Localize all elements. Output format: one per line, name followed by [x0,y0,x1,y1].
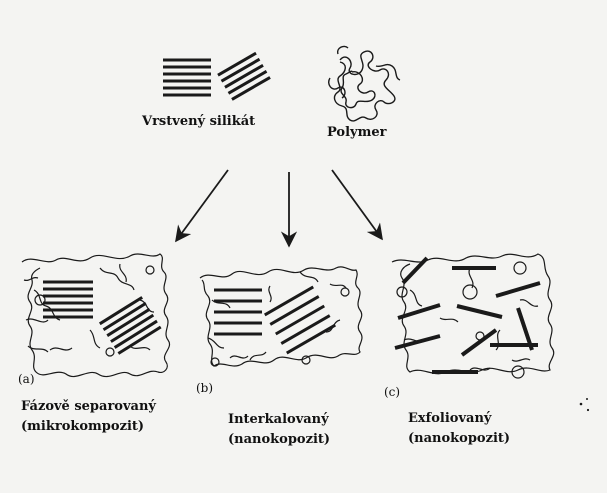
outcome-c-detail: (nanokopozit) [408,431,511,446]
silicate-label: Vrstvený silikát [142,114,256,129]
speck-marks [579,398,590,412]
outcome-b-detail: (nanokopozit) [228,432,331,447]
outcome-b-name: Interkalovaný [228,412,329,427]
silicate-stack-icon [163,58,211,97]
intercalated-structure [199,266,363,367]
arrows [175,169,383,248]
arrow-to-exfoliated [331,169,383,241]
outcome-b-letter: (b) [196,381,214,395]
outcome-a-letter: (a) [18,372,35,386]
outcome-c-letter: (c) [384,385,401,399]
exfoliated-structure [391,253,555,379]
polymer-label: Polymer [327,125,387,140]
silicate-tilted-stack-icon [217,51,271,101]
outcome-a-name: Fázově separovaný [21,399,156,414]
phase-separated-structure [21,253,170,378]
polymer-coil-icon [328,45,401,122]
outcome-a-detail: (mikrokompozit) [21,419,145,434]
outcome-c-name: Exfoliovaný [408,411,492,426]
arrow-to-phase-separated [175,169,229,243]
